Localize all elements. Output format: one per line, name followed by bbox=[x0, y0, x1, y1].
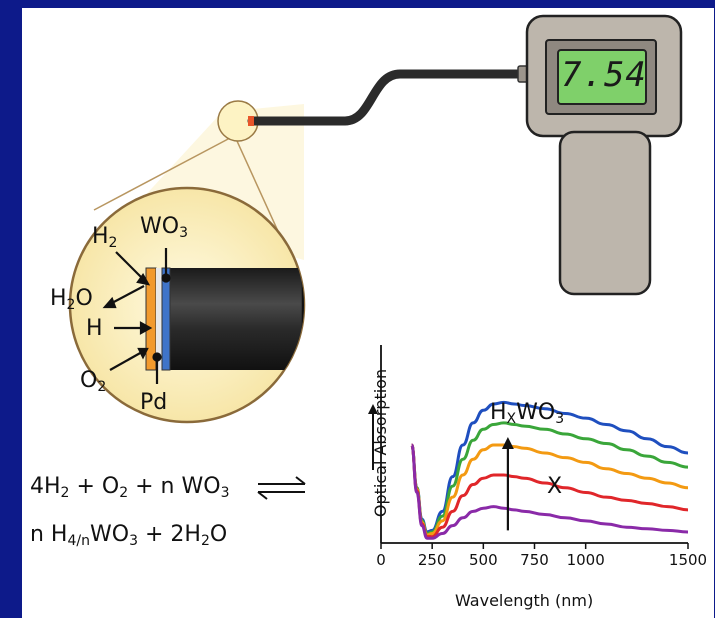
equilibrium-arrows bbox=[257, 476, 306, 500]
chart-x-axis-label: Wavelength (nm) bbox=[455, 591, 594, 610]
h2o-arrow-head bbox=[102, 296, 117, 309]
label-pd: Pd bbox=[140, 390, 168, 415]
fiber-cable bbox=[247, 69, 533, 126]
label-h2: H2 bbox=[92, 224, 118, 251]
o2-arrow bbox=[109, 351, 143, 371]
chart-series-line bbox=[410, 443, 689, 537]
h2o-arrow bbox=[109, 285, 145, 305]
h2-arrow bbox=[115, 251, 145, 281]
chart-y-axis-label: Optical Absorption bbox=[371, 368, 390, 518]
gap-layer bbox=[156, 268, 162, 370]
chart-x-tick-label: 1500 bbox=[668, 551, 708, 569]
chart-x-tick-label: 500 bbox=[469, 551, 498, 569]
fiber-core-zoomed bbox=[168, 268, 304, 370]
h-arrow-head bbox=[139, 321, 153, 335]
o2-arrow-head bbox=[137, 347, 149, 360]
chart-series-line bbox=[410, 443, 689, 540]
wo3-pointer-dot bbox=[161, 273, 171, 283]
wo3-layer bbox=[161, 267, 171, 371]
label-wo3: WO3 bbox=[140, 214, 188, 241]
chart-x-tick-label: 250 bbox=[417, 551, 447, 569]
equation-line-2: n H4/nWO3 + 2H2O bbox=[30, 522, 228, 549]
chart-x-tick-label: 750 bbox=[520, 551, 549, 569]
label-h: H bbox=[86, 316, 103, 341]
zoom-cone-edge-bottom bbox=[93, 137, 231, 211]
absorption-chart bbox=[368, 345, 689, 549]
chart-series-line bbox=[410, 443, 689, 539]
chart-x-arrow-head bbox=[501, 437, 514, 450]
label-h2o: H2O bbox=[50, 286, 93, 313]
chart-curve-label: HXWO3 bbox=[490, 400, 565, 427]
equation-line-1: 4H2 + O2 + n WO3 bbox=[30, 474, 230, 501]
chart-x-tick-label: 0 bbox=[376, 551, 386, 569]
chart-arrow-label: X bbox=[547, 474, 563, 499]
meter-handle bbox=[558, 130, 652, 296]
chart-y-arrow-head bbox=[368, 404, 378, 414]
meter-lcd bbox=[557, 49, 647, 105]
meter-reading: 7.54 bbox=[561, 55, 647, 95]
label-o2: O2 bbox=[80, 368, 107, 395]
pd-pointer-dot bbox=[152, 352, 162, 362]
fiber-tip-coating bbox=[248, 116, 254, 126]
chart-x-tick-label: 1000 bbox=[566, 551, 605, 569]
h2-arrow-head bbox=[136, 272, 151, 286]
